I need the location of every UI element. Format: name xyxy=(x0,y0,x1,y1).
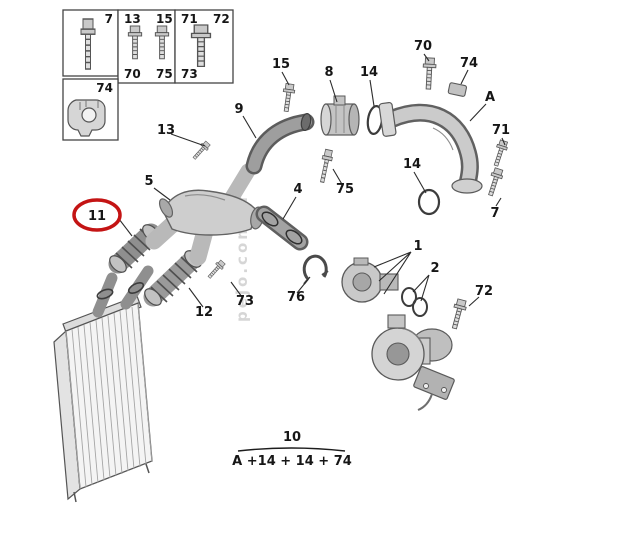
bolt-75 xyxy=(316,148,335,184)
hose-clamp xyxy=(96,288,114,300)
callout-11: 11 xyxy=(88,209,106,224)
outlet-neck xyxy=(120,265,154,310)
radiator-fins xyxy=(65,303,153,490)
callout-4: 4 xyxy=(293,182,302,197)
bolt-70 xyxy=(421,57,437,90)
callout-74: 74 xyxy=(460,56,478,71)
callout-12: 12 xyxy=(195,305,213,320)
turbocharger xyxy=(371,314,455,411)
callout-5: 5 xyxy=(144,174,153,189)
callout-15: 15 xyxy=(272,57,290,72)
valve-unit-1 xyxy=(341,257,399,303)
hose-clamp xyxy=(127,282,145,294)
mounting-feet xyxy=(73,463,150,503)
legend-box-bolt-71-72-73: 71 72 73 xyxy=(174,9,234,84)
legend-label-75: 75 xyxy=(156,67,173,81)
legend-label-15: 15 xyxy=(156,12,173,26)
bolt-73 xyxy=(205,258,227,281)
intercooler xyxy=(53,265,154,503)
bolt-71 xyxy=(490,139,510,168)
leader-lines xyxy=(118,53,506,308)
bolt-72 xyxy=(448,298,469,331)
callout-A: A xyxy=(485,90,495,105)
callout-70: 70 xyxy=(414,39,432,54)
bolt-7 xyxy=(484,166,505,198)
sleeve-hose-4 xyxy=(255,205,309,251)
callout-1: 1 xyxy=(413,239,422,254)
clamp-74-part xyxy=(447,82,468,97)
legend-box-bolts-13-15: 13 15 70 75 xyxy=(117,9,176,84)
legend-box-clamp-74: 74 xyxy=(62,78,119,141)
elbow-hose-9 xyxy=(245,112,315,175)
o-rings-2 xyxy=(401,287,428,317)
callout-72: 72 xyxy=(475,284,493,299)
legend-label-7: 7 xyxy=(105,12,113,26)
legend-label-13: 13 xyxy=(124,12,141,26)
o-ring-14-mid xyxy=(417,188,441,216)
callout-73: 73 xyxy=(236,294,254,309)
callout-labels: 13 15 8 14 70 74 A 71 7 14 9 5 4 75 11 1… xyxy=(88,39,510,320)
callout-7: 7 xyxy=(490,206,499,221)
clamp-ridges xyxy=(79,100,99,110)
legend-box-bolt-7: 7 xyxy=(62,9,119,77)
legend-label-74: 74 xyxy=(96,81,113,95)
callout-76: 76 xyxy=(287,290,305,305)
callout-9: 9 xyxy=(234,102,243,117)
legend-label-70: 70 xyxy=(124,67,141,81)
callout-8: 8 xyxy=(324,65,333,80)
clamp-bore xyxy=(81,107,97,123)
tube-assembly-a xyxy=(378,82,483,194)
formula-divider xyxy=(237,447,346,452)
formula-top: 10 xyxy=(283,430,301,445)
assembly-formula: 10 A +14 + 14 + 74 xyxy=(232,430,352,469)
callout-71: 71 xyxy=(492,123,510,138)
inlet-neck xyxy=(92,272,118,318)
legend-label-72: 72 xyxy=(213,12,230,26)
formula-bottom: A +14 + 14 + 74 xyxy=(232,454,352,469)
callout-13: 13 xyxy=(157,123,175,138)
legend-label-71: 71 xyxy=(181,12,198,26)
legend-label-73: 73 xyxy=(181,67,198,81)
bolt-13 xyxy=(190,139,212,162)
bolt-15 xyxy=(280,82,296,113)
duct-5 xyxy=(145,163,264,266)
callout-14-top: 14 xyxy=(360,65,378,80)
callout-14-mid: 14 xyxy=(403,157,421,172)
callout-75: 75 xyxy=(336,182,354,197)
callout-2: 2 xyxy=(430,261,439,276)
throttle-unit-8 xyxy=(320,95,360,136)
highlight-circle-11 xyxy=(72,198,122,232)
